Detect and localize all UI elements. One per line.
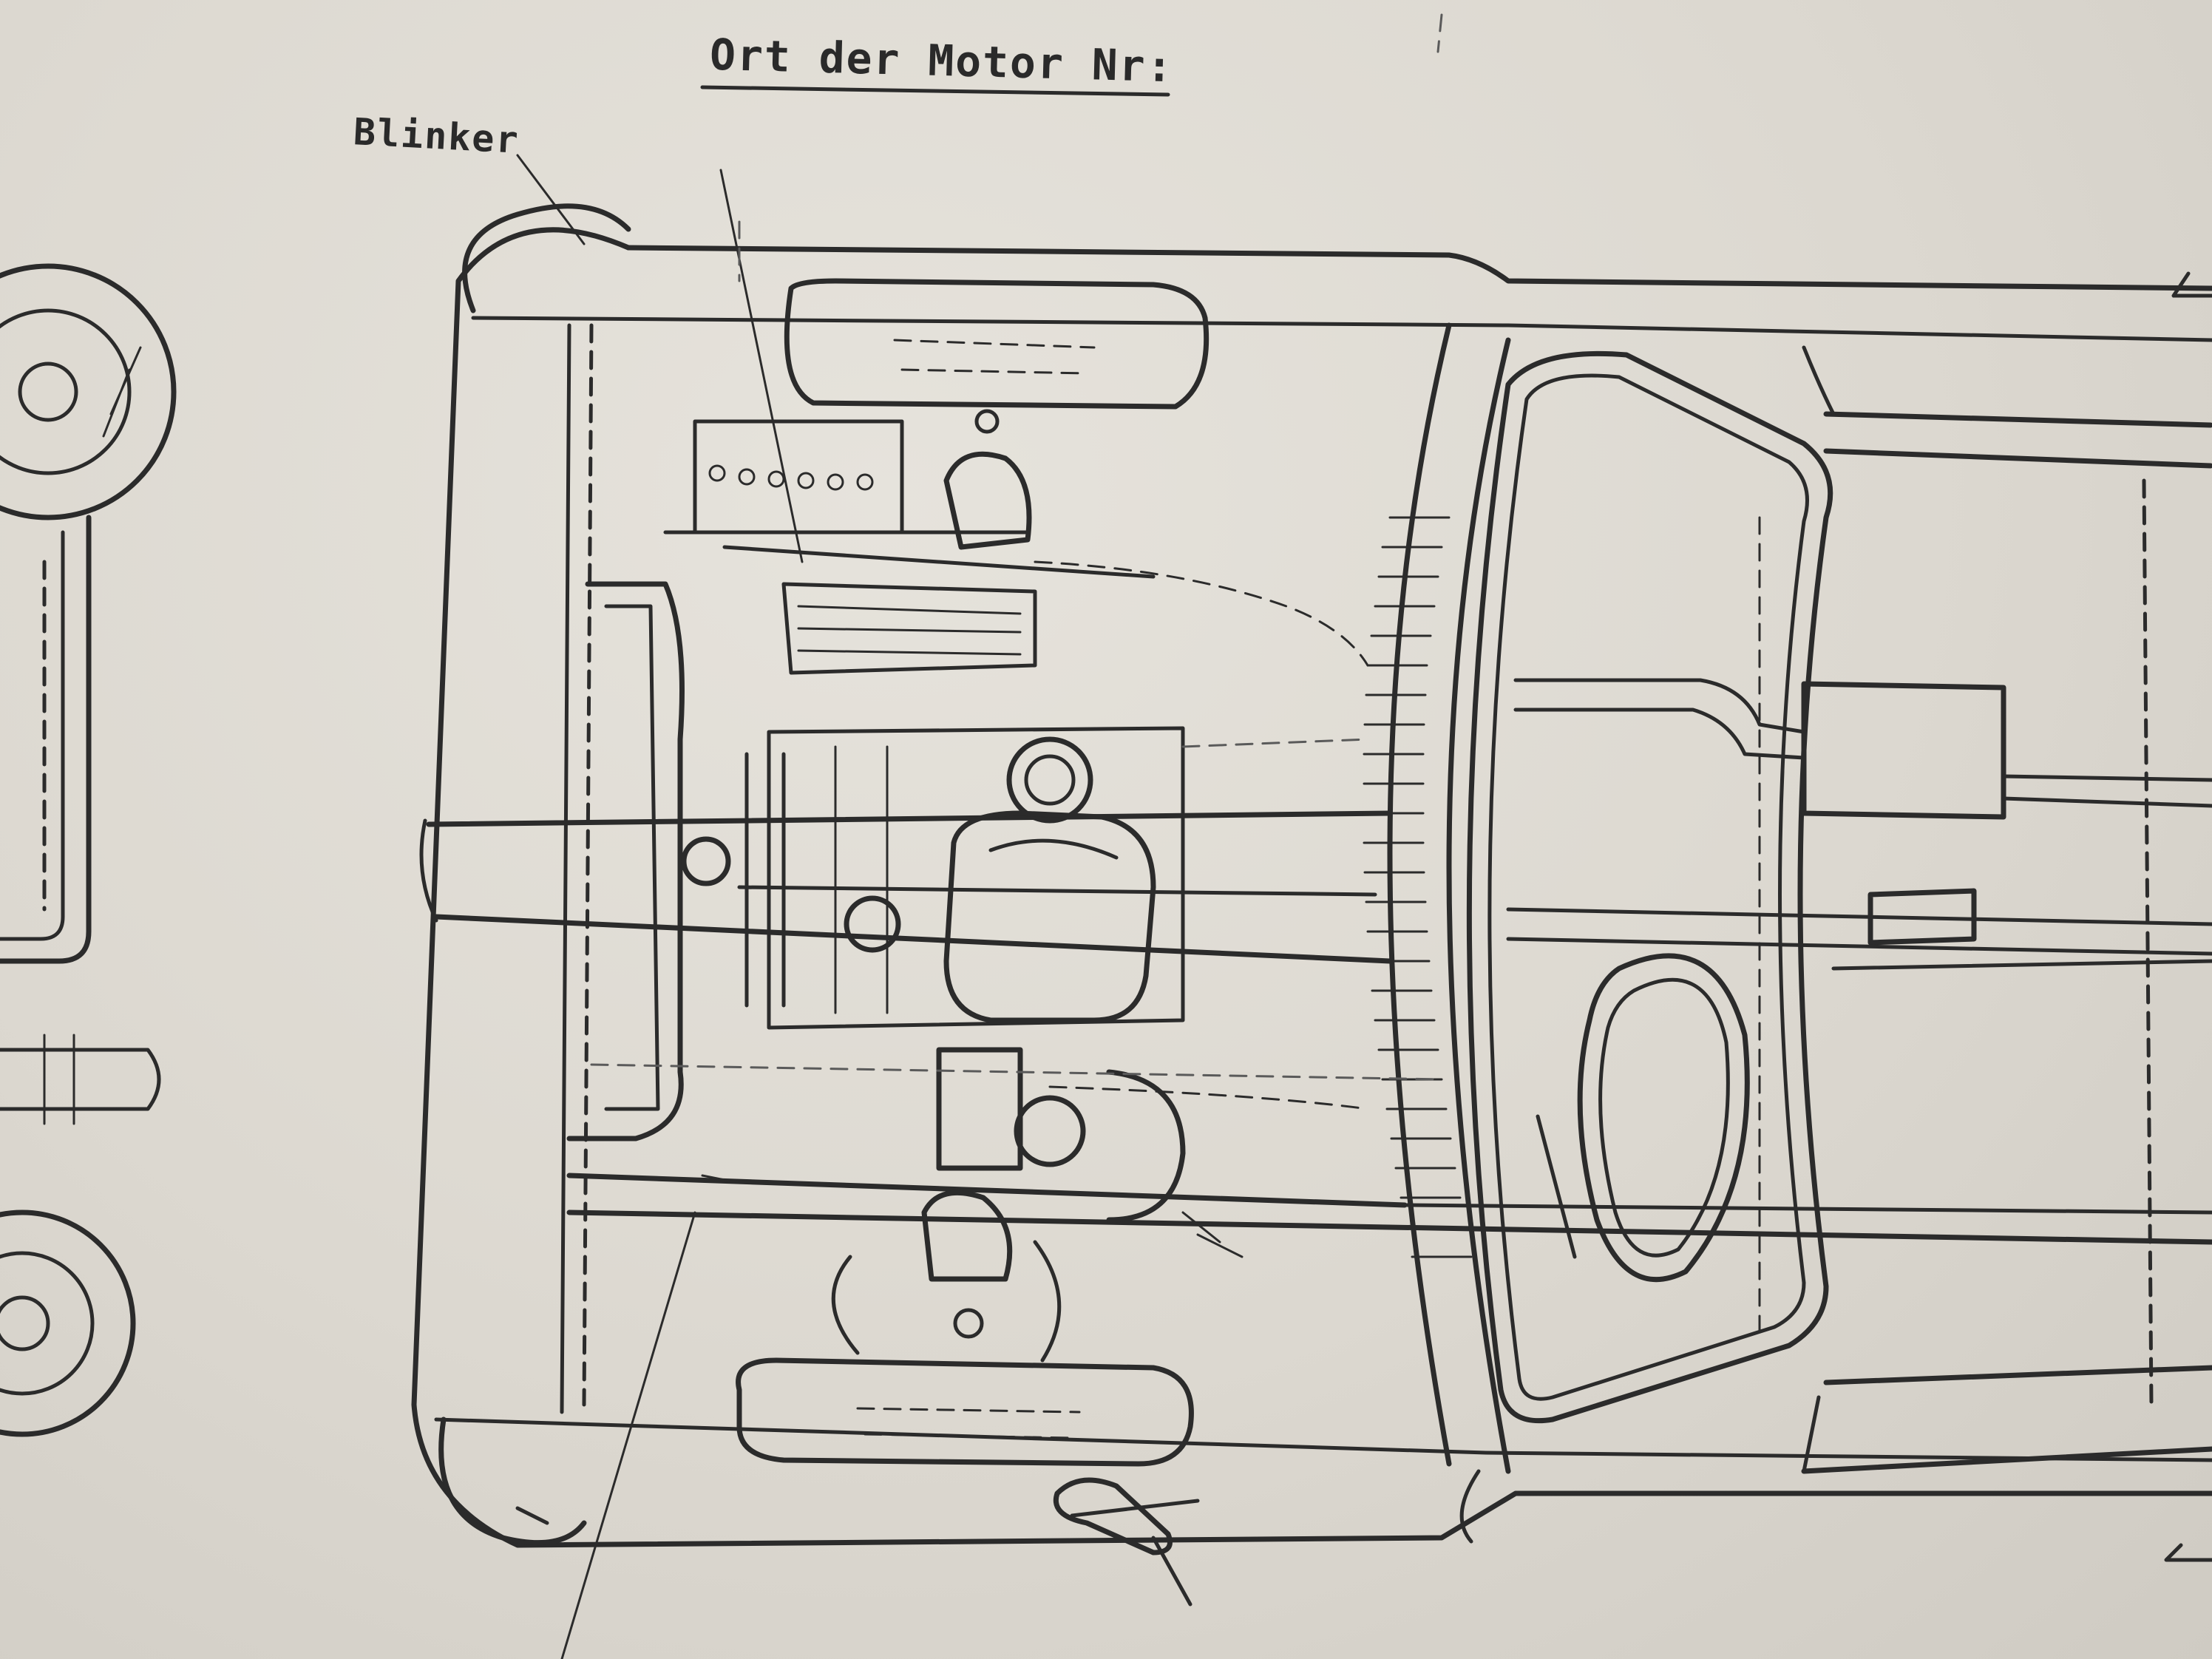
gearbox-center-hub bbox=[1006, 736, 1093, 824]
brake-drum-arc bbox=[1106, 1069, 1186, 1223]
cabin-floor-inner bbox=[1487, 373, 1809, 1401]
spare-wheel bbox=[1577, 953, 1750, 1283]
side-wheel-bottom bbox=[0, 1210, 136, 1437]
body-inner-top bbox=[471, 316, 2212, 342]
leader-lines bbox=[516, 85, 1170, 1659]
firewall-inner bbox=[1446, 337, 1511, 1474]
exhaust-outlet bbox=[1054, 1477, 1173, 1555]
body-outer-line bbox=[411, 227, 2212, 1548]
cabin-floor-outer bbox=[1466, 350, 1833, 1424]
lower-shock-mount bbox=[921, 1190, 1013, 1282]
motor-label-underline bbox=[700, 85, 1170, 97]
gearbox-housing bbox=[767, 726, 1185, 1030]
output-shaft-flange bbox=[844, 895, 901, 953]
exhaust-and-rear-details bbox=[701, 1174, 1244, 1607]
side-wheel-top bbox=[0, 263, 177, 520]
bottom-leader-line bbox=[560, 1211, 696, 1659]
centre-tunnel-bottom bbox=[433, 914, 1393, 964]
front-bumper bbox=[438, 203, 631, 1546]
radiator-outline bbox=[566, 581, 685, 1141]
chassis-frame bbox=[419, 323, 2212, 1414]
hidden-lines bbox=[590, 13, 1443, 1081]
firewall-grille bbox=[1363, 516, 1473, 1258]
rear-crossmember-bottom bbox=[566, 1210, 2212, 1245]
upper-shock-mount bbox=[943, 451, 1032, 550]
battery-box bbox=[1801, 681, 2006, 820]
engine-block-top bbox=[781, 582, 1037, 675]
differential-housing bbox=[943, 810, 1156, 1023]
lower-strut bbox=[936, 1047, 1023, 1171]
upper-wheel-assembly bbox=[663, 278, 1369, 675]
car-body-outline bbox=[411, 227, 2212, 1562]
side-tow-hook bbox=[0, 1048, 161, 1111]
engine-gearbox bbox=[681, 726, 1185, 1030]
side-view-partial bbox=[0, 263, 177, 1437]
cabin-floor bbox=[1466, 345, 2212, 1474]
body-inner-bottom bbox=[434, 1417, 2212, 1462]
body-top-edge bbox=[625, 245, 2212, 291]
motor-leader-line bbox=[719, 169, 804, 563]
upper-wheel-housing bbox=[784, 278, 1210, 410]
firewall-outer bbox=[1387, 322, 1452, 1467]
rear-crossmember-top bbox=[566, 1173, 1408, 1208]
firewall bbox=[1363, 322, 1511, 1474]
side-frame-rail bbox=[0, 515, 92, 964]
lower-wheel-housing bbox=[736, 1357, 1194, 1467]
lower-wheel-assembly bbox=[736, 1047, 1369, 1467]
centre-tunnel-top bbox=[426, 810, 1393, 827]
